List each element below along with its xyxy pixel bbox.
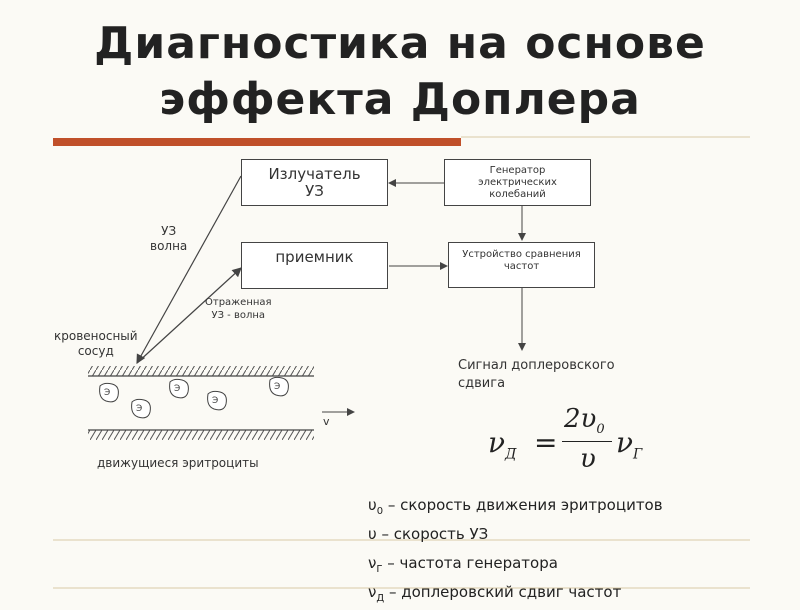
legend-text: – скорость движения эритроцитов xyxy=(383,496,663,514)
signal-label-2: сдвига xyxy=(458,376,506,391)
legend-item: νГ – частота генератора xyxy=(368,552,663,581)
formula-num-sub: 0 xyxy=(596,422,605,438)
formula-lhs-symbol: ν xyxy=(488,426,506,459)
slide-title-line-2: эффекта Доплера xyxy=(159,74,641,125)
legend-text: – доплеровский сдвиг частот xyxy=(384,583,622,601)
erythrocyte: Э xyxy=(99,382,119,403)
legend-text: – частота генератора xyxy=(382,554,558,572)
legend-symbol: ν xyxy=(368,554,377,572)
formula-numerator: 2υ0 xyxy=(564,404,605,437)
signal-label-1: Сигнал доплеровского xyxy=(458,358,615,373)
formula-denominator: υ xyxy=(580,444,596,474)
formula-lhs-sub: Д xyxy=(505,446,517,463)
emitter-box: Излучатель УЗ xyxy=(241,159,388,206)
emitter-label-2: УЗ xyxy=(305,182,324,200)
erythrocyte: Э xyxy=(207,390,227,411)
receiver-box: приемник xyxy=(241,242,388,289)
formula-rhs-sub: Г xyxy=(633,446,643,463)
reflected-wave-line xyxy=(136,267,242,364)
erythrocytes-label: движущиеся эритроциты xyxy=(97,456,259,470)
signal-label: Сигнал доплеровского сдвига xyxy=(458,357,615,393)
emitter-label-1: Излучатель xyxy=(268,165,361,183)
legend-symbol: ν xyxy=(368,583,377,601)
erythrocyte: Э xyxy=(169,378,189,399)
formula-equals: = xyxy=(534,426,558,459)
vessel-label: кровеносный сосуд xyxy=(54,329,138,359)
vessel-wall-bottom-hatch xyxy=(88,430,314,440)
generator-box: Генератор электрических колебаний xyxy=(444,159,591,206)
generator-label-2: электрических xyxy=(478,177,557,188)
legend-text: – скорость УЗ xyxy=(376,525,489,543)
svg-text:Э: Э xyxy=(174,384,180,394)
legend: υ0 – скорость движения эритроцитов υ – с… xyxy=(368,494,663,610)
legend-sub: Г xyxy=(376,564,383,575)
formula-fraction-bar xyxy=(562,441,612,442)
comparator-label-2: частот xyxy=(503,261,540,272)
uz-wave-label-2: волна xyxy=(150,239,188,253)
legend-item: υ0 – скорость движения эритроцитов xyxy=(368,494,663,523)
legend-item: υ – скорость УЗ xyxy=(368,523,663,552)
generator-label-1: Генератор xyxy=(489,165,546,176)
erythrocyte: Э xyxy=(131,398,151,419)
svg-text:Э: Э xyxy=(136,404,142,414)
legend-sub: 0 xyxy=(376,506,384,517)
reflected-wave-label-2: УЗ - волна xyxy=(211,310,266,321)
uz-wave-label-1: УЗ xyxy=(161,224,177,238)
comparator-label-1: Устройство сравнения xyxy=(462,249,581,260)
reflected-wave-label-1: Отраженная xyxy=(205,297,272,308)
formula-num-symbol: 2υ xyxy=(564,404,597,434)
vessel-label-2: сосуд xyxy=(77,344,114,358)
svg-text:Э: Э xyxy=(104,388,110,398)
vessel-wall-top-hatch xyxy=(88,366,314,376)
vessel-label-1: кровеносный xyxy=(54,329,138,343)
generator-label-3: колебаний xyxy=(489,189,546,200)
svg-text:Э: Э xyxy=(274,382,280,392)
legend-item: νД – доплеровский сдвиг частот xyxy=(368,581,663,610)
uz-wave-label: УЗ волна xyxy=(150,224,187,254)
receiver-label: приемник xyxy=(275,248,354,266)
svg-text:Э: Э xyxy=(212,396,218,406)
formula-lhs: νД xyxy=(488,426,516,463)
legend-symbol: υ xyxy=(368,525,377,543)
accent-bar xyxy=(53,138,461,146)
formula-rhs: νГ xyxy=(616,426,642,463)
doppler-formula: νД = 2υ0 υ νГ xyxy=(488,404,668,476)
reflected-wave-label: Отраженная УЗ - волна xyxy=(205,296,272,322)
velocity-label: v xyxy=(323,415,330,428)
uz-wave-line xyxy=(136,175,242,365)
erythrocyte: Э xyxy=(269,376,289,397)
legend-symbol: υ xyxy=(368,496,377,514)
formula-rhs-symbol: ν xyxy=(616,426,634,459)
slide-title-line-1: Диагностика на основе xyxy=(94,18,706,69)
comparator-box: Устройство сравнения частот xyxy=(448,242,595,288)
legend-sub: Д xyxy=(376,593,385,604)
